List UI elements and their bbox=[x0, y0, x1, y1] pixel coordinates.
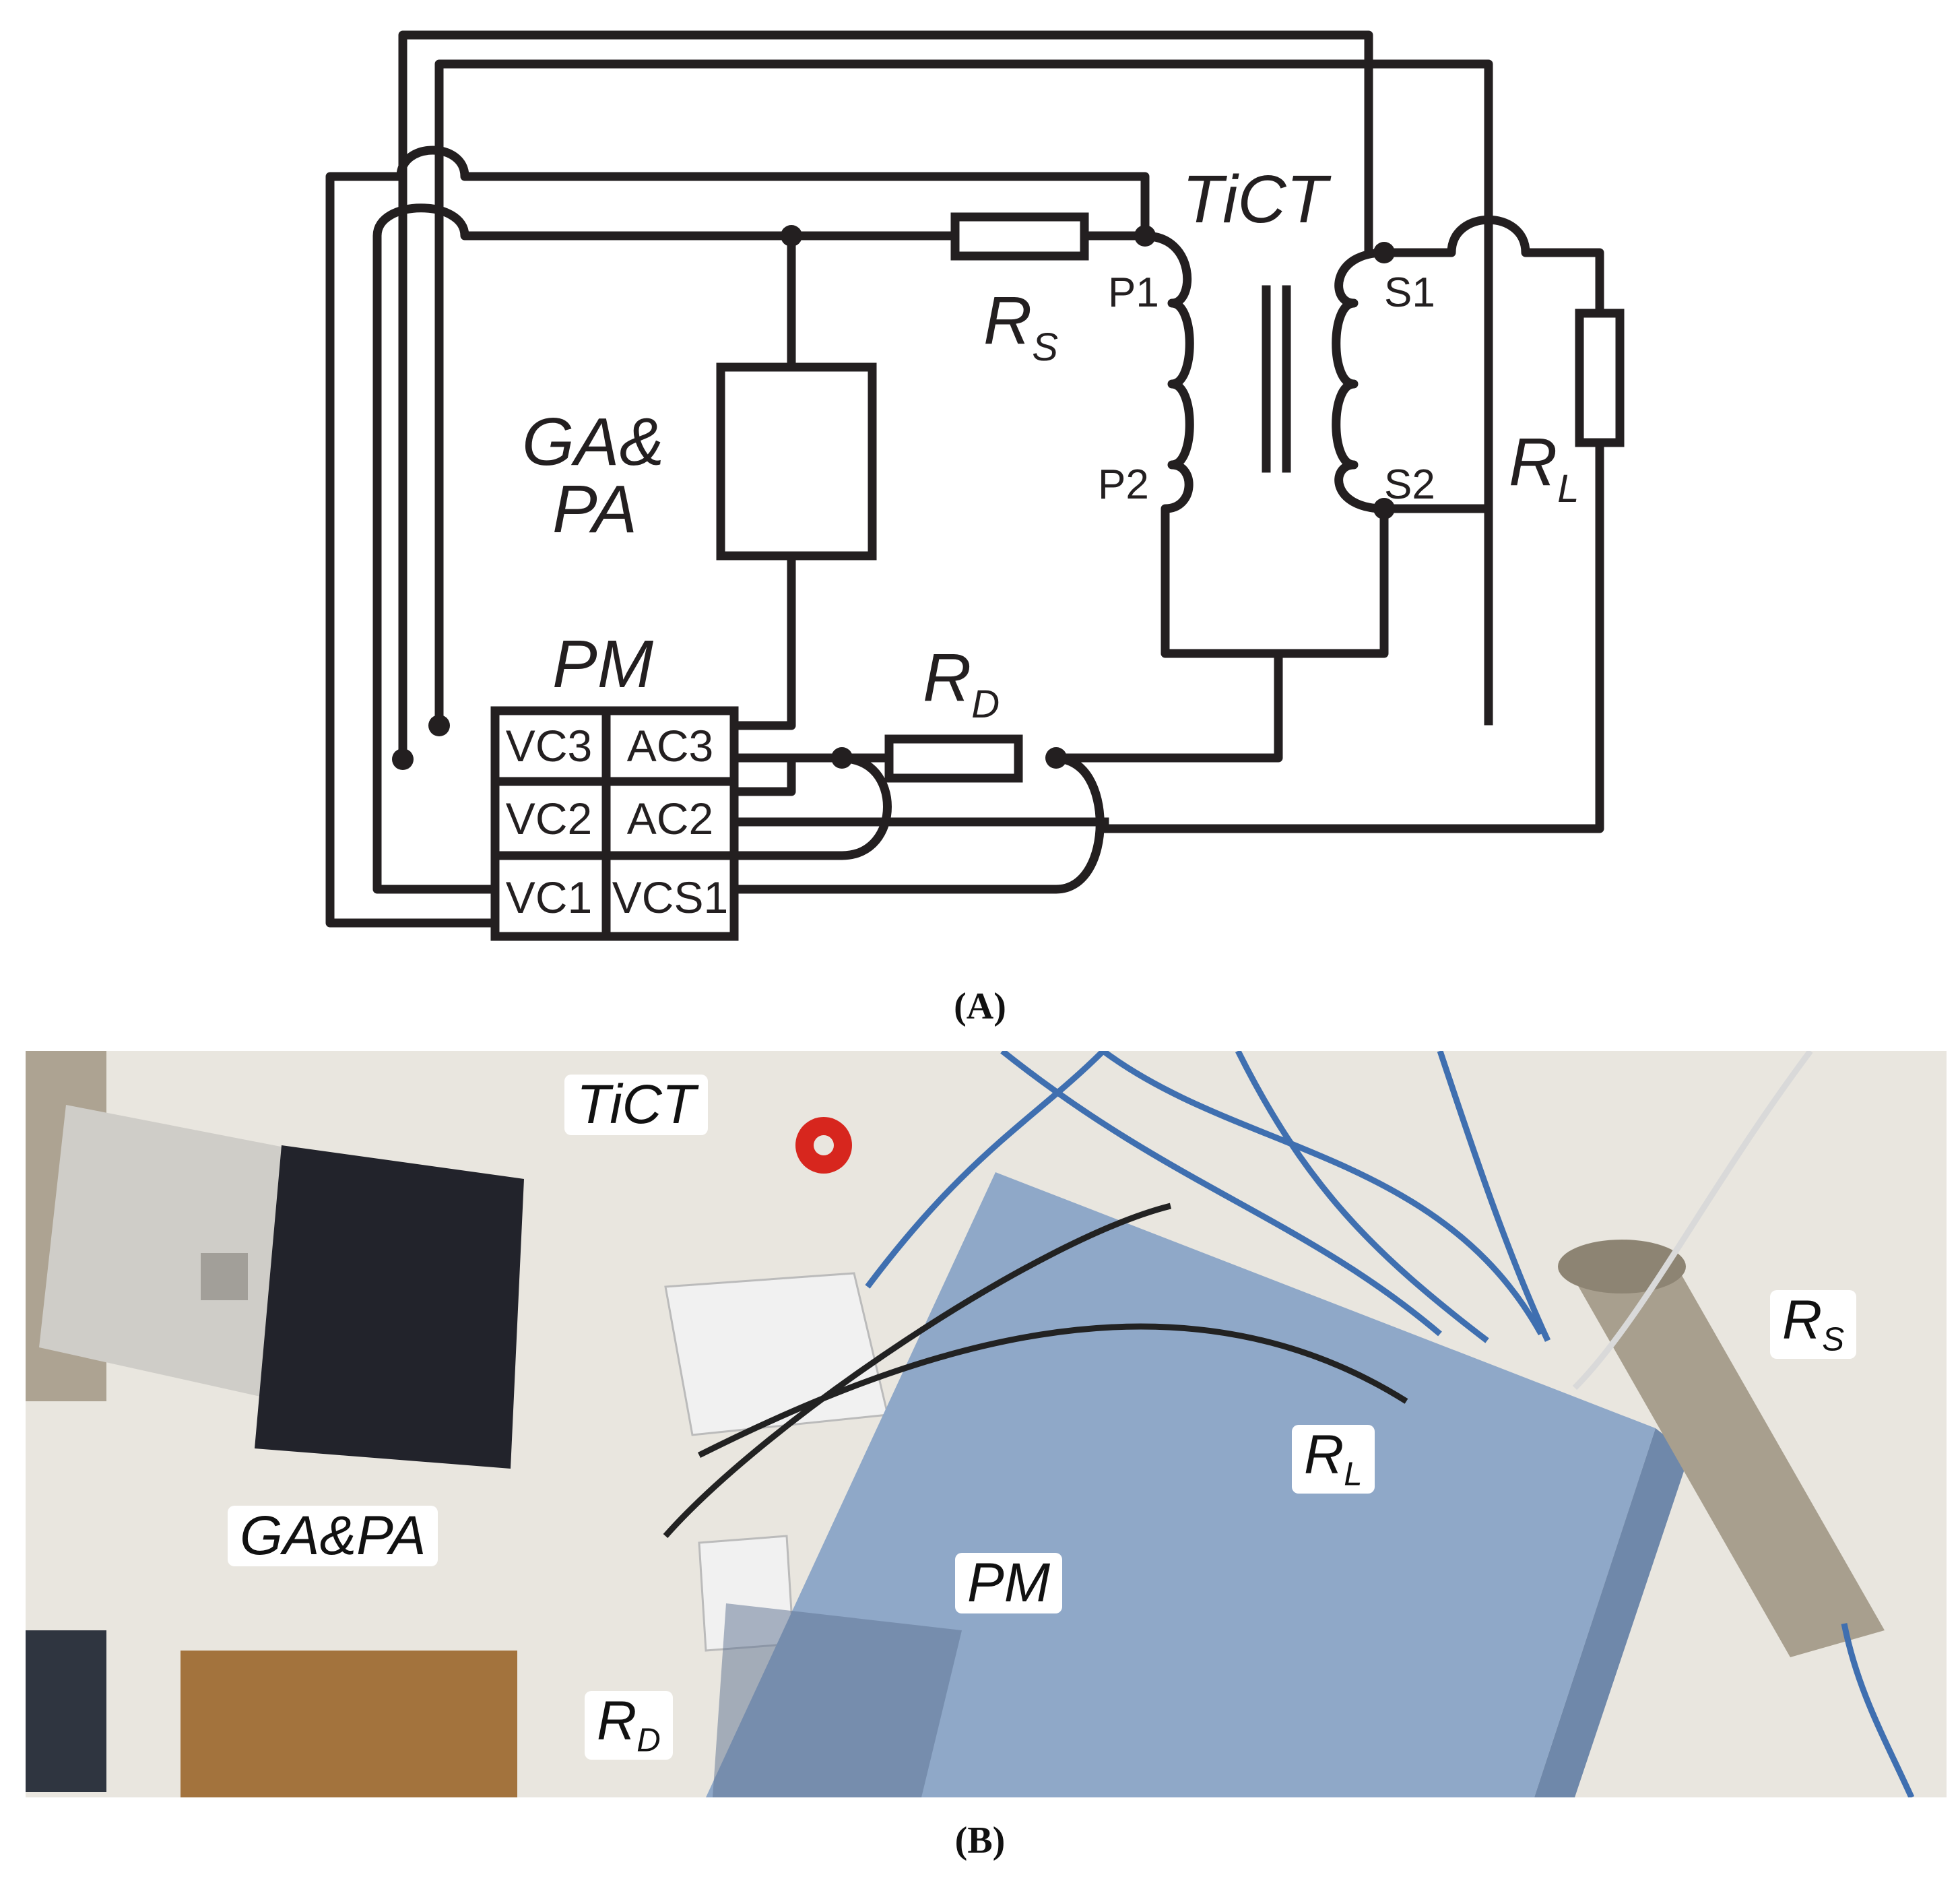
label-rl: RL bbox=[1509, 424, 1579, 511]
label-tict: TiCT bbox=[1182, 162, 1332, 237]
label-rd: RD bbox=[923, 640, 1000, 726]
pm-ac2: AC2 bbox=[627, 794, 713, 843]
photo-label-rs: RS bbox=[1770, 1290, 1857, 1359]
terminal-s1: S1 bbox=[1384, 269, 1435, 316]
pm-vc1: VC1 bbox=[506, 872, 592, 922]
terminal-p1: P1 bbox=[1108, 269, 1159, 316]
rl-resistor bbox=[1575, 309, 1625, 447]
circuit-diagram: VC3 AC3 VC2 AC2 VC1 VCS1 TiCT GA& PA PM … bbox=[325, 30, 1625, 941]
cables bbox=[663, 1051, 1915, 1797]
photo-label-ga-pa: GA&PA bbox=[228, 1506, 438, 1566]
terminal-s2: S2 bbox=[1384, 461, 1435, 508]
caption-b: (B) bbox=[954, 1820, 1006, 1861]
ga-pa-box bbox=[716, 362, 877, 561]
power-amplifier bbox=[255, 1145, 524, 1469]
photo-label-rl: RL bbox=[1292, 1425, 1375, 1494]
pm-ac3: AC3 bbox=[627, 721, 713, 771]
pm-vc3: VC3 bbox=[506, 721, 592, 771]
pm-vcs1: VCS1 bbox=[612, 872, 728, 922]
pm-block: VC3 AC3 VC2 AC2 VC1 VCS1 bbox=[490, 706, 739, 941]
photo-illustration bbox=[26, 1051, 1947, 1797]
label-ga-pa-line1: GA& bbox=[522, 404, 664, 480]
rs-resistor bbox=[950, 212, 1089, 261]
photo-label-pm: PM bbox=[955, 1553, 1062, 1613]
label-pm: PM bbox=[552, 627, 654, 702]
caption-a: (A) bbox=[954, 986, 1006, 1027]
cork-board bbox=[181, 1651, 517, 1797]
label-ga-pa-line2: PA bbox=[552, 472, 637, 547]
dark-device-corner bbox=[26, 1630, 106, 1792]
lab-setup-photo: TiCT GA&PA PM RD RL RS bbox=[26, 1051, 1947, 1797]
rd-resistor bbox=[884, 734, 1023, 783]
terminal-board bbox=[664, 1272, 889, 1436]
label-rs: RS bbox=[983, 283, 1058, 369]
photo-label-tict: TiCT bbox=[564, 1075, 708, 1135]
photo-label-rd: RD bbox=[585, 1691, 673, 1760]
power-meter bbox=[706, 1172, 1689, 1797]
tict-toroid bbox=[795, 1117, 852, 1174]
pm-vc2: VC2 bbox=[506, 794, 592, 843]
wires bbox=[325, 30, 1604, 928]
terminal-p2: P2 bbox=[1098, 461, 1149, 508]
junction-dots bbox=[392, 225, 1395, 770]
